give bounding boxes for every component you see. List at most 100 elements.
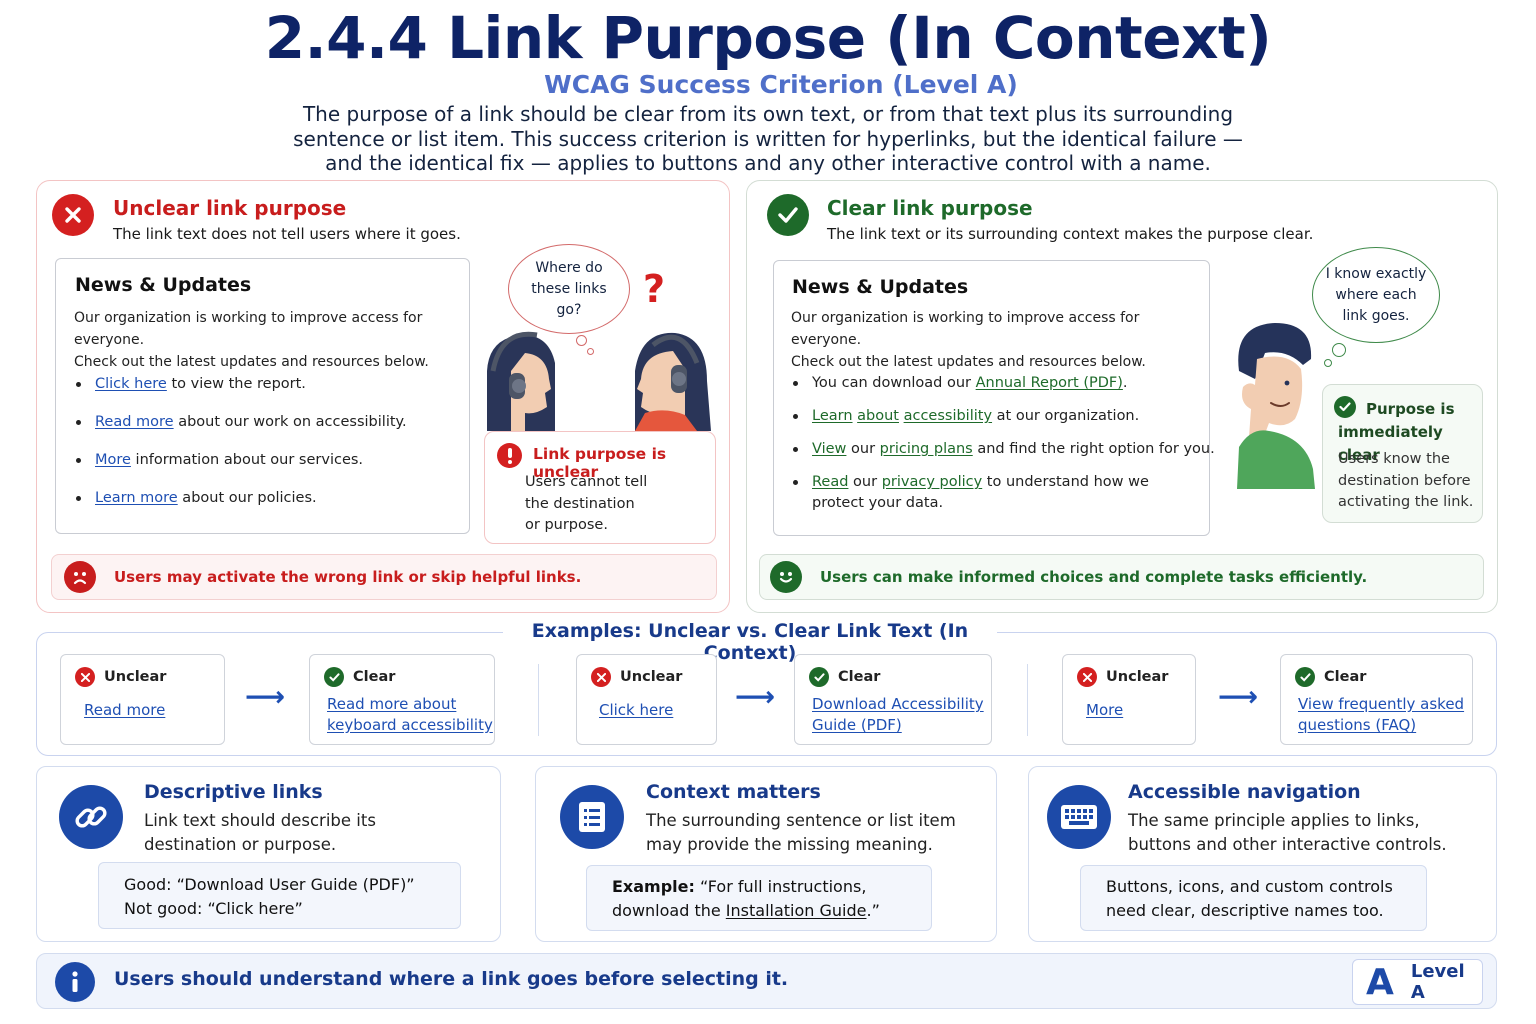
confused-thought-bubble: Where do these links go? <box>508 244 630 334</box>
item-text: . <box>1122 375 1128 391</box>
news-paragraph: Our organization is working to improve a… <box>791 307 1209 373</box>
unclear-note-box: Link purpose is unclear Users cannot tel… <box>484 431 716 544</box>
card-title: Descriptive links <box>144 781 323 803</box>
descriptive-links-card: Descriptive links Link text should descr… <box>36 766 501 942</box>
clear-label: Clear <box>353 669 396 685</box>
installation-guide-link[interactable]: Installation Guide <box>725 901 867 920</box>
example-line: Example: “For full instructions, <box>612 875 931 899</box>
read-more-link[interactable]: Read more <box>95 414 174 430</box>
news-line-1: Our organization is working to improve a… <box>791 310 1140 348</box>
document-list-icon <box>560 785 624 849</box>
desc-line: buttons and other interactive controls. <box>1128 835 1447 854</box>
view-link[interactable]: View <box>812 441 847 457</box>
pricing-plans-link[interactable]: pricing plans <box>879 441 973 457</box>
card-description: Link text should describe its destination… <box>144 809 376 857</box>
clear-subheading: The link text or its surrounding context… <box>827 225 1314 243</box>
example-text: download the <box>612 901 726 920</box>
link-line: View frequently asked <box>1298 695 1465 713</box>
accessibility-link[interactable]: accessibility <box>903 408 993 424</box>
footer-bar: Users should understand where a link goe… <box>36 953 1497 1009</box>
level-letter: A <box>1366 961 1394 1003</box>
unclear-note-title: Link purpose is unclear <box>533 445 667 481</box>
desc-line: Link text should describe its <box>144 811 376 830</box>
read-link[interactable]: Read <box>812 474 849 490</box>
example-label: Clear <box>1295 667 1366 687</box>
unclear-label: Unclear <box>1106 669 1169 685</box>
desc-line: destination or purpose. <box>144 835 337 854</box>
example-label: Clear <box>324 667 395 687</box>
news-line-2: Check out the latest updates and resourc… <box>791 354 1146 370</box>
desc-line: may provide the missing meaning. <box>646 835 933 854</box>
annual-report-link[interactable]: Annual Report (PDF) <box>975 375 1123 391</box>
clear-note-box: Purpose is immediately clear Users know … <box>1322 384 1483 523</box>
unclear-link-example[interactable]: More <box>1086 701 1124 719</box>
info-icon <box>55 962 95 1002</box>
note-line: activating the link. <box>1338 494 1474 510</box>
check-icon <box>1295 667 1315 687</box>
unclear-note-text: Users cannot tell the destination or pur… <box>525 472 647 537</box>
unclear-link-example[interactable]: Click here <box>599 701 674 719</box>
item-text: to view the report. <box>166 376 306 392</box>
click-here-link[interactable]: Click here <box>95 376 167 392</box>
list-item: Read more about our work on accessibilit… <box>76 412 407 433</box>
example-label: Unclear <box>1077 667 1168 687</box>
bubble-line: go? <box>556 301 582 318</box>
item-text: and find the right option for you. <box>972 441 1215 457</box>
unclear-link-example[interactable]: Read more <box>84 701 166 719</box>
learn-more-link[interactable]: Learn more <box>95 490 178 506</box>
clear-link-example[interactable]: Read more about keyboard accessibility <box>327 694 493 736</box>
card-description: The same principle applies to links,butt… <box>1128 809 1447 857</box>
link-line: Read more about <box>327 695 457 713</box>
learn-link[interactable]: Learn <box>812 408 853 424</box>
desc-line: The surrounding sentence or list item <box>646 811 956 830</box>
unclear-subheading: The link text does not tell users where … <box>113 225 461 243</box>
footer-text: Users should understand where a link goe… <box>114 968 789 990</box>
unclear-news-box: News & Updates Our organization is worki… <box>55 258 470 534</box>
example-label: Example: <box>612 877 695 896</box>
card-description: The surrounding sentence or list item may… <box>646 809 956 857</box>
clear-panel: Clear link purpose The link text or its … <box>746 180 1498 613</box>
list-item: More information about our services. <box>75 450 363 471</box>
clear-heading: Clear link purpose <box>827 196 1033 220</box>
link-line: Guide (PDF) <box>812 716 902 734</box>
example-line: Not good: “Click here” <box>124 899 303 918</box>
level-a-badge: A Level A <box>1352 959 1483 1005</box>
error-x-icon <box>591 667 611 687</box>
bubble-dot <box>1324 359 1332 367</box>
news-title: News & Updates <box>792 276 969 298</box>
unclear-example-box: Unclear Read more <box>60 654 225 745</box>
check-icon <box>1334 396 1356 418</box>
example-label: Unclear <box>591 667 682 687</box>
arrow-right-icon: ⟶ <box>735 680 776 713</box>
about-link[interactable]: about <box>857 408 899 424</box>
news-line-2: Check out the latest updates and resourc… <box>74 354 429 370</box>
sad-face-icon <box>64 561 96 593</box>
accessible-navigation-card: Accessible navigation The same principle… <box>1028 766 1497 942</box>
item-text: protect your data. <box>812 495 944 511</box>
note-title-line: immediately clear <box>1338 423 1443 464</box>
unclear-example-box: Unclear Click here <box>576 654 717 745</box>
example-text: .” <box>866 901 880 920</box>
example-line: download the Installation Guide.” <box>612 899 931 923</box>
privacy-policy-link[interactable]: privacy policy <box>881 474 983 490</box>
confident-thought-bubble: I know exactly where each link goes. <box>1312 247 1440 343</box>
link-line: keyboard accessibility <box>327 716 493 734</box>
intro-line-2: sentence or list item. This success crit… <box>293 126 1243 151</box>
intro-line-3: and the identical fix — applies to butto… <box>325 151 1211 175</box>
arrow-right-icon: ⟶ <box>245 680 286 713</box>
more-link[interactable]: More <box>95 452 131 468</box>
card-title: Context matters <box>646 781 821 803</box>
keyboard-icon <box>1047 785 1111 849</box>
clear-example-box: Clear Read more about keyboard accessibil… <box>309 654 495 745</box>
example-text: “For full instructions, <box>694 877 867 896</box>
bubble-line: I know exactly <box>1325 265 1427 282</box>
intro-text: The purpose of a link should be clear fr… <box>268 102 1268 176</box>
level-text: Level A <box>1410 961 1465 1003</box>
note-title-line: Purpose is <box>1366 400 1455 418</box>
bubble-line: link goes. <box>1342 307 1410 324</box>
list-item: Learn about accessibility at our organiz… <box>792 406 1139 427</box>
